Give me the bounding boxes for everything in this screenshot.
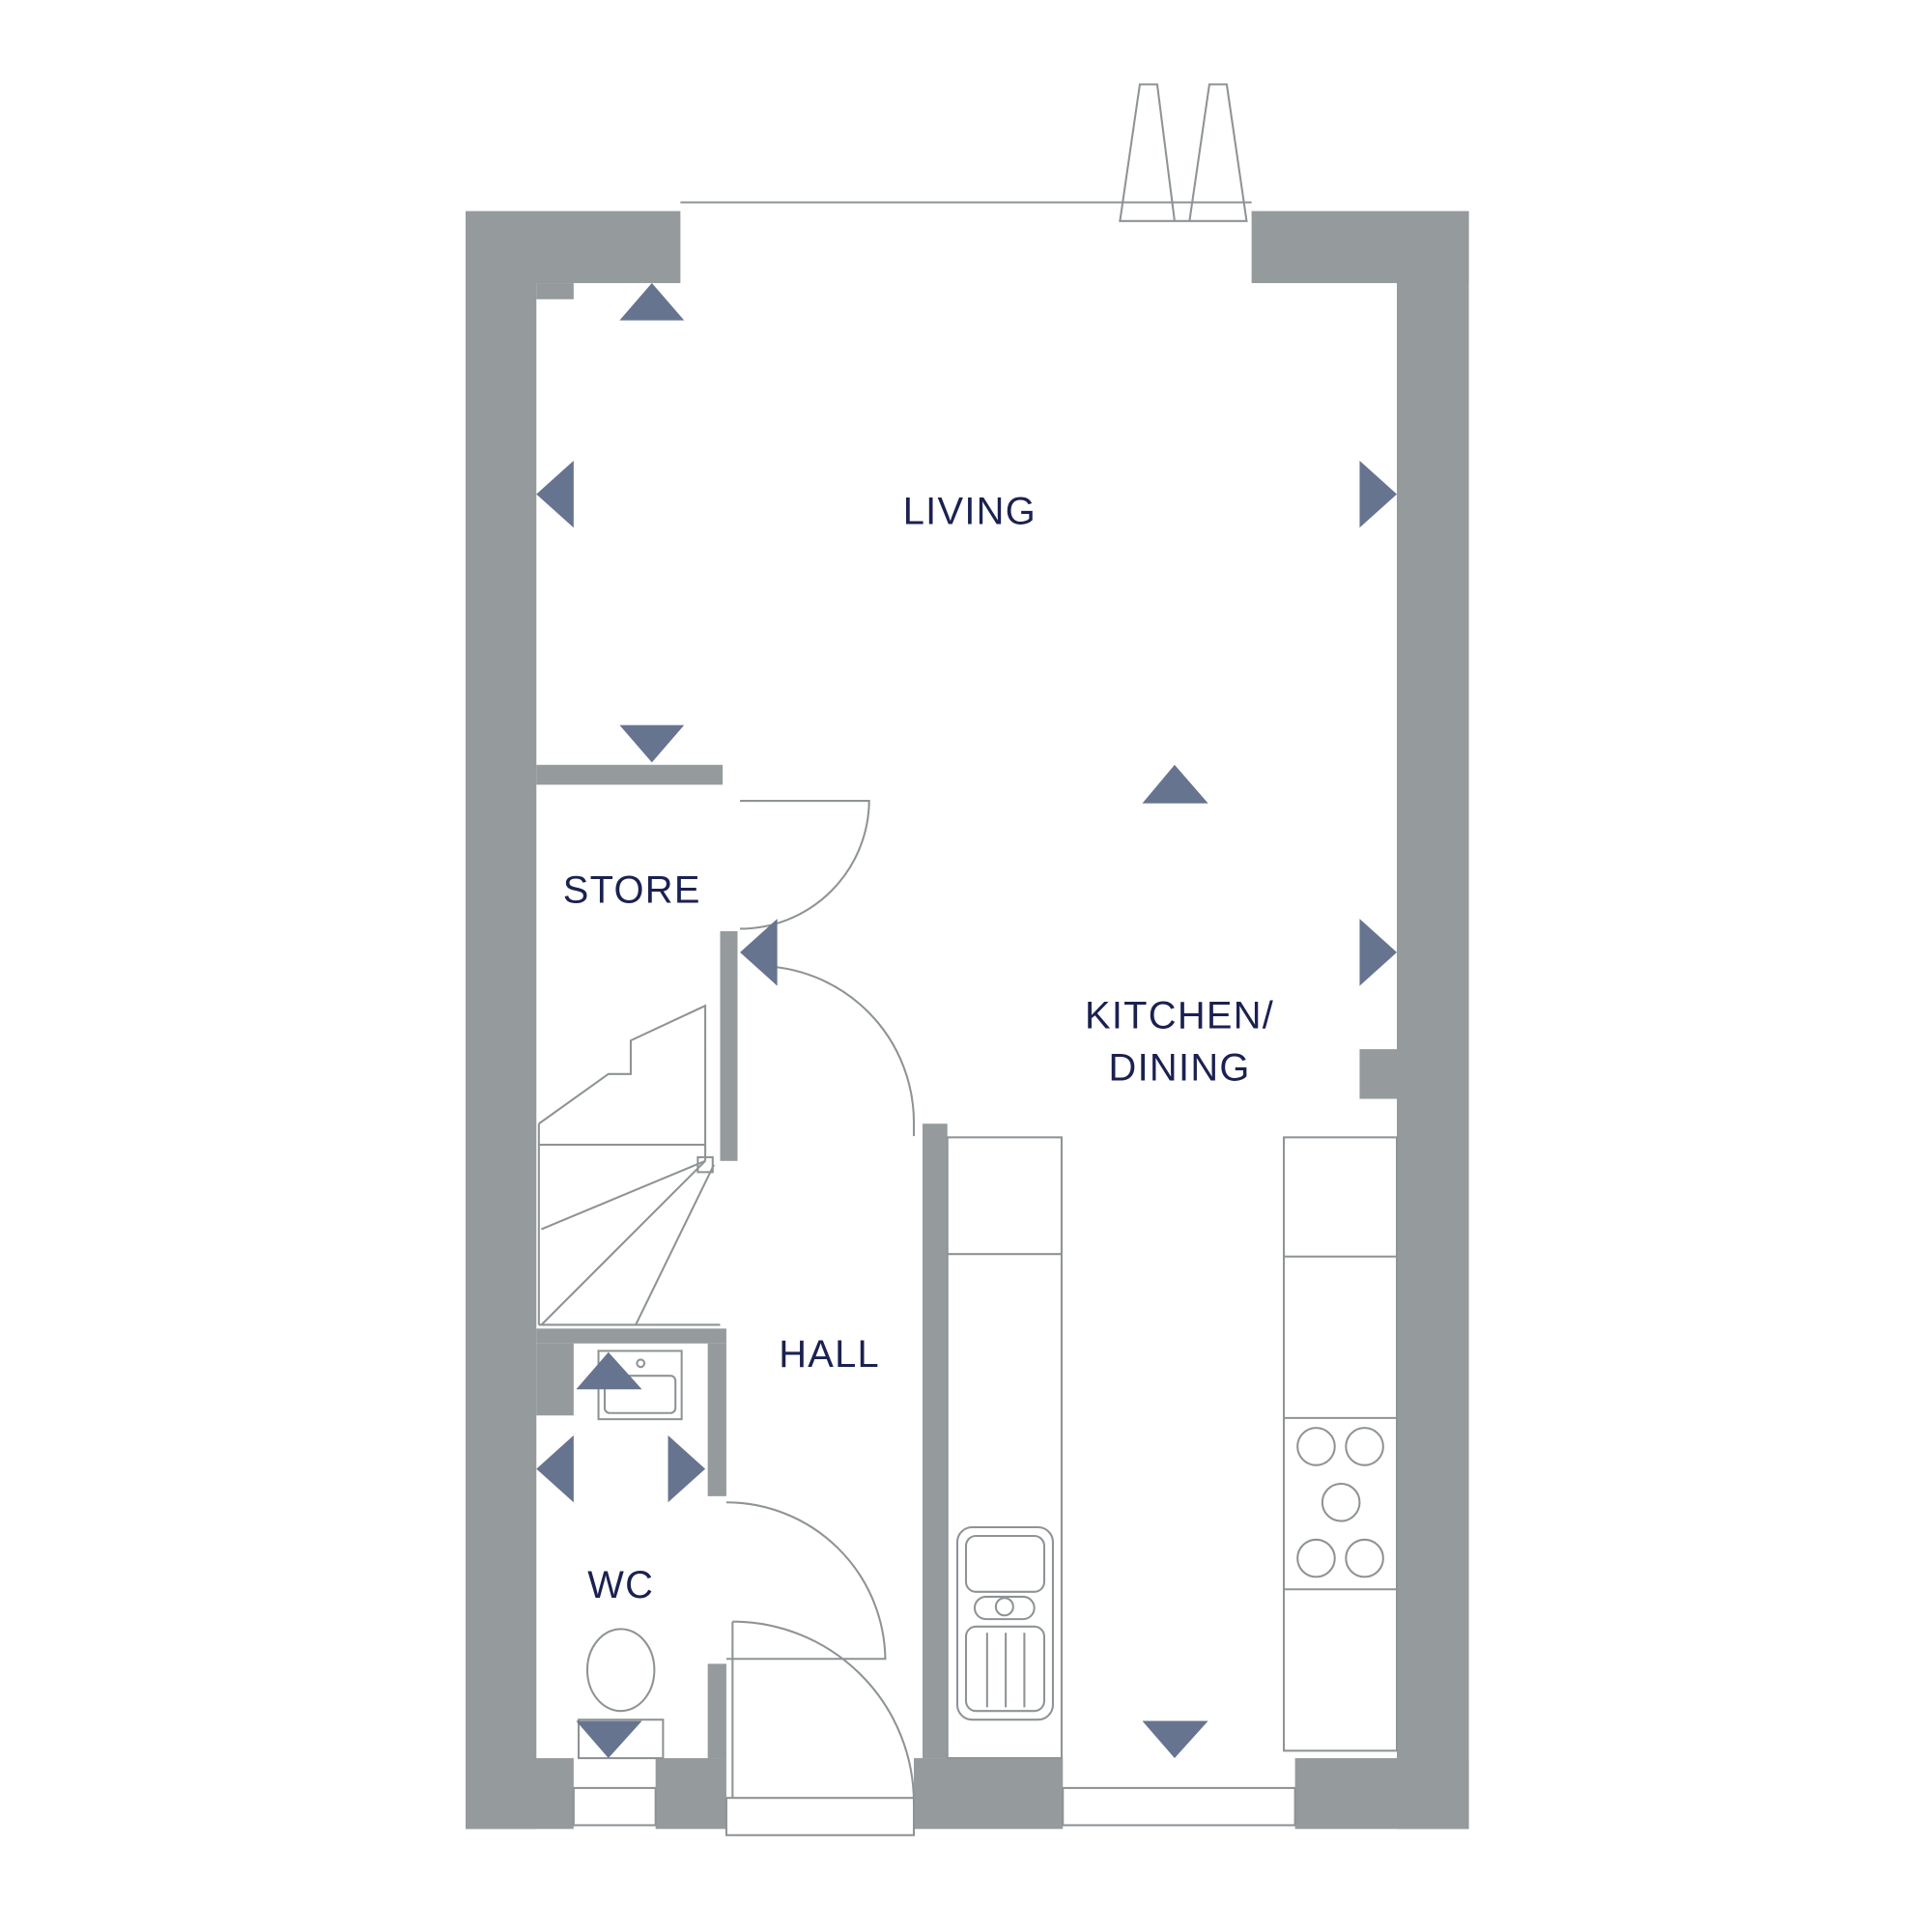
arrow-right-icon xyxy=(668,1435,706,1503)
front-door-swing xyxy=(731,1620,916,1804)
view-arrows xyxy=(536,283,1398,1759)
arrow-up-icon xyxy=(1142,764,1208,804)
toilet xyxy=(577,1628,665,1760)
walls xyxy=(466,211,1469,1830)
room-label-living: LIVING xyxy=(903,490,1037,532)
kitchen-unit-left xyxy=(946,1136,1063,1760)
living-door-swing xyxy=(757,964,916,1137)
wc-door-swing xyxy=(725,1501,887,1661)
arrow-right-icon xyxy=(1359,919,1398,986)
arrow-down-icon xyxy=(1142,1720,1208,1759)
arrow-down-icon xyxy=(619,724,685,763)
arrow-left-icon xyxy=(740,919,778,986)
arrow-up-icon xyxy=(576,1351,642,1390)
arrow-left-icon xyxy=(536,460,574,528)
hob xyxy=(1296,1427,1384,1578)
arrow-left-icon xyxy=(536,1435,574,1503)
room-label-hall: HALL xyxy=(779,1333,880,1376)
kitchen-sink xyxy=(955,1525,1055,1721)
arrow-down-icon xyxy=(576,1720,642,1759)
arrow-right-icon xyxy=(1359,460,1398,528)
room-label-kitchen: KITCHEN/ xyxy=(1085,994,1274,1037)
fixtures xyxy=(537,83,1399,1836)
room-label-dining: DINING xyxy=(1109,1046,1251,1089)
room-label-wc: WC xyxy=(587,1564,654,1606)
stairs xyxy=(538,1004,707,1161)
kitchen-unit-right xyxy=(1283,1136,1399,1752)
store-door-swing xyxy=(740,800,870,930)
room-label-store: STORE xyxy=(563,868,701,911)
arrow-up-icon xyxy=(619,283,685,321)
bifold-door xyxy=(1119,83,1248,222)
